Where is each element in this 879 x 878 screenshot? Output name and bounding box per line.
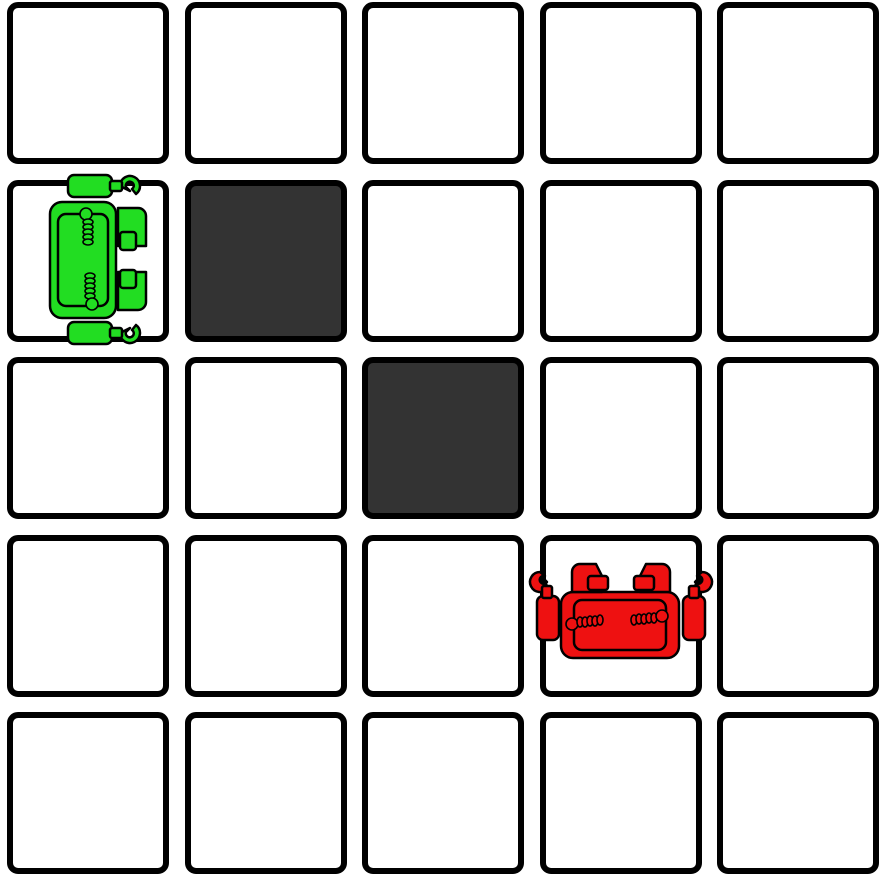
robot-joint	[110, 181, 122, 191]
robot-sensor	[120, 270, 136, 288]
robot-arm	[68, 175, 112, 197]
blocked-cell	[362, 357, 524, 519]
grid-cell	[717, 180, 879, 342]
grid-cell	[7, 535, 169, 697]
grid-cell	[717, 712, 879, 874]
grid-cell	[540, 712, 702, 874]
grid-cell	[717, 2, 879, 164]
grid-cell	[7, 712, 169, 874]
grid-cell	[185, 712, 347, 874]
blocked-cell	[185, 180, 347, 342]
grid-cell	[540, 357, 702, 519]
robot-joint	[110, 328, 122, 338]
robot-joint	[689, 586, 699, 598]
grid-cell	[362, 180, 524, 342]
grid-cell	[540, 2, 702, 164]
grid-cell	[717, 535, 879, 697]
robot-sensor	[588, 576, 608, 590]
robot-joint	[542, 586, 552, 598]
grid-cell	[717, 357, 879, 519]
green-robot[interactable]	[40, 166, 156, 352]
grid-cell	[362, 712, 524, 874]
robot-arm	[68, 322, 112, 344]
grid-cell	[362, 535, 524, 697]
red-robot[interactable]	[526, 558, 716, 664]
grid-cell	[7, 2, 169, 164]
robot-arm	[683, 596, 705, 640]
grid-cell	[362, 2, 524, 164]
grid-cell	[7, 357, 169, 519]
robot-arm	[537, 596, 559, 640]
grid-cell	[540, 180, 702, 342]
grid-cell	[185, 357, 347, 519]
robot-sensor	[120, 232, 136, 250]
grid-cell	[185, 535, 347, 697]
robot-sensor	[634, 576, 654, 590]
grid-cell	[185, 2, 347, 164]
